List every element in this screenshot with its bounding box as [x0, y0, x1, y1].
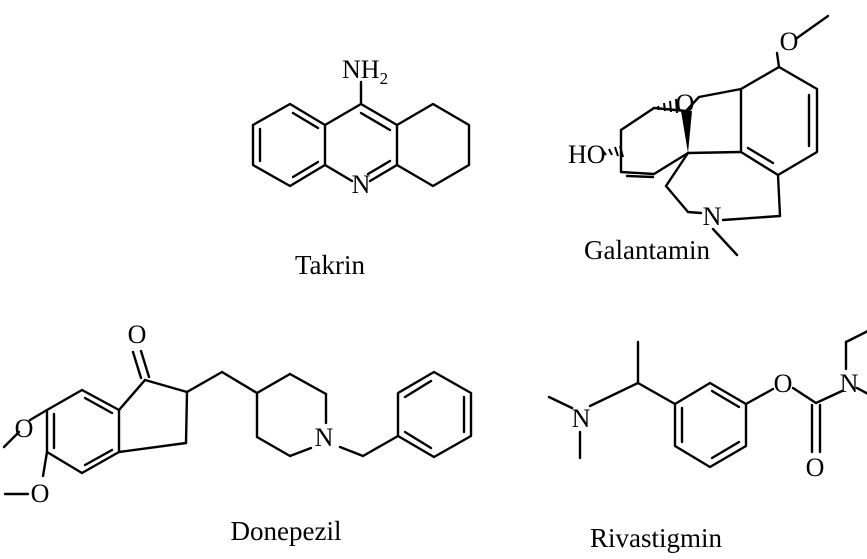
donepezil-structure: O O O N Donepezil: [2, 320, 473, 546]
rivastigmine-n-amine-label: N: [572, 404, 591, 433]
tacrine-bonds: [251, 80, 471, 188]
galantamine-structure: O O HO N Galantamin: [568, 14, 830, 265]
tacrine-structure: NH2 N Takrin: [251, 55, 471, 280]
galantamine-wedge-bond: [681, 111, 692, 153]
donepezil-bonds: [2, 349, 473, 496]
tacrine-nh2-label: NH2: [342, 55, 388, 88]
donepezil-n-label: N: [315, 423, 334, 452]
rivastigmine-o-ester-label: O: [774, 369, 793, 398]
galantamine-ho-label: HO: [568, 140, 606, 169]
donepezil-name: Donepezil: [231, 516, 342, 546]
rivastigmine-structure: N O N O Rivastigmin: [547, 330, 867, 553]
donepezil-o-methoxy2-label: O: [31, 479, 50, 508]
rivastigmine-o-carbonyl-label: O: [806, 453, 825, 482]
rivastigmine-name: Rivastigmin: [590, 523, 723, 553]
galantamine-o-methoxy-label: O: [780, 27, 799, 56]
tacrine-n-label: N: [352, 170, 371, 199]
tacrine-name: Takrin: [295, 250, 366, 280]
rivastigmine-n-carbamate-label: N: [840, 369, 859, 398]
galantamine-hashed-bonds: [602, 98, 678, 158]
galantamine-name: Galantamin: [584, 235, 710, 265]
donepezil-o-methoxy1-label: O: [15, 414, 34, 443]
galantamine-o-furan-label: O: [676, 89, 695, 118]
rivastigmine-bonds: [547, 330, 867, 469]
galantamine-n-label: N: [703, 202, 722, 231]
donepezil-o-ketone-label: O: [128, 320, 147, 349]
